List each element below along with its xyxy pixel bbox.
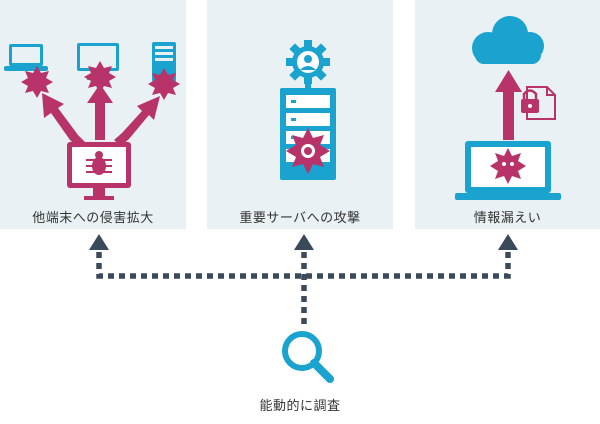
panel-lateral-spread: 他端末への侵害拡大 bbox=[0, 0, 186, 229]
monitor-icon bbox=[77, 43, 119, 80]
malware-burst-icon bbox=[490, 148, 526, 184]
caption-data-leak: 情報漏えい bbox=[473, 211, 542, 226]
upload-arrow bbox=[495, 70, 522, 140]
malware-burst-icon bbox=[21, 61, 180, 100]
panel-server-attack: 重要サーバへの攻撃 bbox=[207, 0, 393, 229]
malware-burst-icon bbox=[286, 128, 330, 174]
dotted-path bbox=[96, 252, 511, 325]
up-arrow-left bbox=[89, 234, 109, 250]
server-attack-illustration bbox=[280, 40, 336, 180]
up-arrow-right bbox=[498, 234, 518, 250]
cloud-icon bbox=[472, 16, 544, 64]
laptop-icon bbox=[4, 44, 48, 71]
caption-server-attack: 重要サーバへの攻撃 bbox=[239, 211, 361, 226]
lateral-spread-illustration bbox=[4, 42, 180, 200]
locked-document-icon bbox=[521, 86, 556, 120]
panel-data-leak: 情報漏えい bbox=[415, 0, 600, 229]
spread-arrows bbox=[42, 84, 160, 148]
bug-icon bbox=[86, 151, 112, 175]
up-arrow-middle bbox=[294, 234, 314, 250]
caption-lateral-spread: 他端末への侵害拡大 bbox=[32, 211, 154, 226]
data-leak-illustration bbox=[455, 16, 561, 200]
magnifier-icon bbox=[282, 331, 334, 383]
server-icon bbox=[152, 42, 176, 82]
active-investigation-label: 能動的に調査 bbox=[259, 399, 341, 414]
